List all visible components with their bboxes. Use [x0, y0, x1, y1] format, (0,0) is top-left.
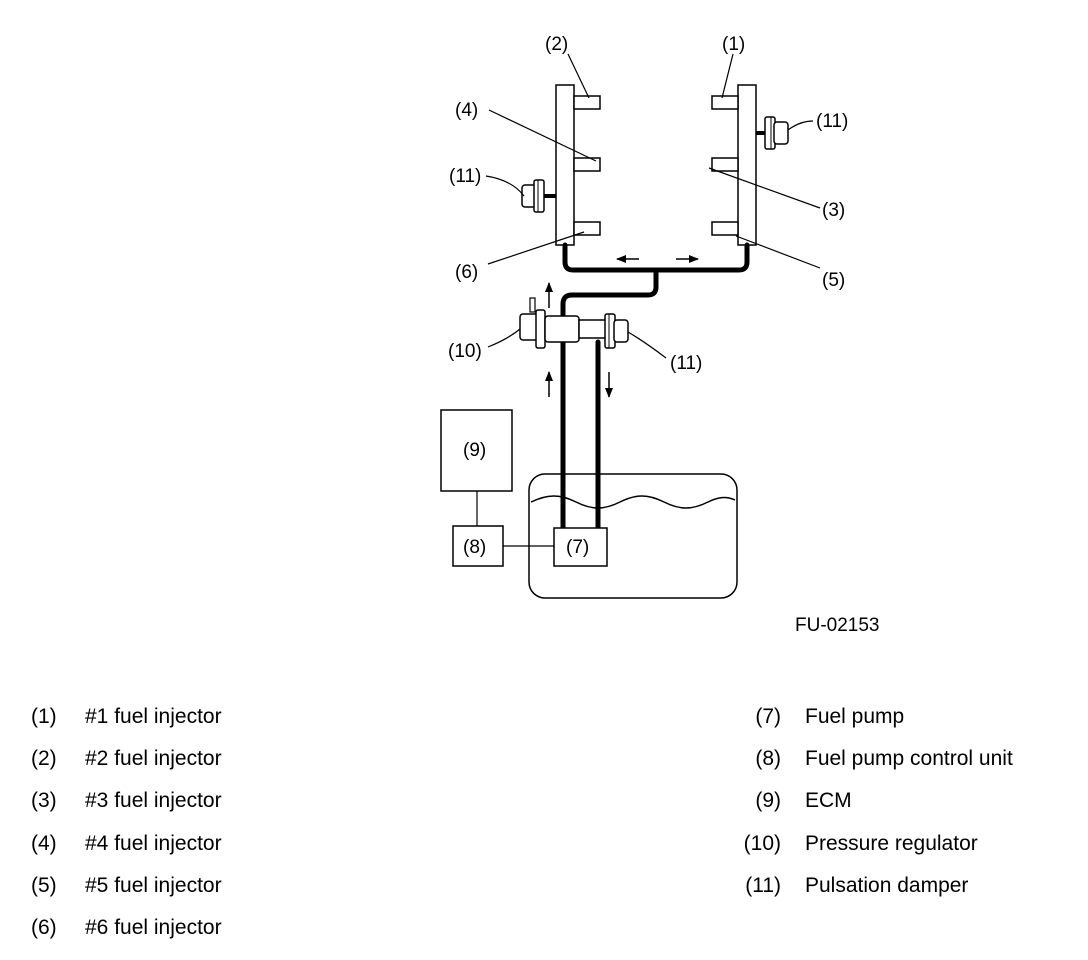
- legend-item-label: Pulsation damper: [805, 873, 969, 897]
- legend-item-label: #2 fuel injector: [85, 747, 222, 771]
- legend-item: (6) #6 fuel injector: [31, 916, 431, 940]
- legend-item: (1) #1 fuel injector: [31, 705, 431, 729]
- callout-2: (2): [545, 34, 568, 55]
- legend-item-number: (10): [743, 831, 781, 855]
- legend-item-label: #6 fuel injector: [85, 916, 222, 939]
- pulsation-damper-right: [756, 116, 789, 150]
- callout-1: (1): [722, 34, 745, 55]
- fuel-system-diagram: (2) (1) (4) (11) (11) (3) (6) (5) (10) (…: [440, 34, 880, 636]
- callout-7: (7): [566, 537, 589, 558]
- flow-arrows: [545, 255, 699, 398]
- injector-2: [573, 95, 601, 110]
- fuel-pump: [553, 527, 608, 567]
- callout-3: (3): [822, 200, 845, 221]
- legend-item-number: (7): [755, 705, 781, 728]
- injector-1: [711, 95, 739, 110]
- right-fuel-rail: [711, 84, 789, 246]
- callout-8: (8): [463, 537, 486, 558]
- callout-11-left-rail: (11): [449, 166, 481, 187]
- injector-4: [573, 157, 601, 172]
- legend-item-number: (2): [31, 747, 57, 771]
- callout-6: (6): [455, 262, 478, 283]
- legend-item: (3) #3 fuel injector: [31, 789, 431, 813]
- ecm-box: [440, 409, 513, 492]
- figure-code: FU-02153: [795, 615, 880, 636]
- injector-6: [573, 221, 601, 236]
- legend-item: (5) #5 fuel injector: [31, 874, 431, 898]
- legend-item-label: Fuel pump control unit: [805, 747, 1013, 771]
- callout-9: (9): [463, 440, 486, 461]
- callout-5: (5): [822, 270, 845, 291]
- legend-item-label: #1 fuel injector: [85, 705, 222, 728]
- legend-item-label: #5 fuel injector: [85, 873, 222, 897]
- pulsation-damper-return: [604, 313, 629, 349]
- legend-item: (2) #2 fuel injector: [31, 747, 431, 771]
- legend-item-label: Pressure regulator: [805, 831, 978, 855]
- callout-11-right-rail: (11): [816, 111, 848, 132]
- legend-item: (4) #4 fuel injector: [31, 832, 431, 856]
- legend-item-label: Fuel pump: [805, 705, 905, 728]
- legend-item: (11) Pulsation damper: [735, 874, 1075, 898]
- legend-item-number: (3): [31, 789, 57, 813]
- pressure-regulator: [519, 297, 608, 349]
- wiring: [476, 491, 554, 547]
- fuel-level-line: [530, 495, 736, 509]
- legend-item: (8) Fuel pump control unit: [735, 747, 1075, 771]
- legend-item: (7) Fuel pump: [735, 705, 1075, 729]
- legend-item-number: (9): [755, 789, 781, 813]
- legend-item: (9) ECM: [735, 789, 1075, 813]
- callout-11-return: (11): [670, 353, 702, 374]
- callout-4: (4): [455, 100, 478, 121]
- fuel-lines: [560, 242, 750, 531]
- legend-item-label: #4 fuel injector: [85, 831, 222, 855]
- legend-item-number: (1): [31, 705, 57, 728]
- legend-item-number: (5): [31, 873, 57, 897]
- callout-10: (10): [448, 341, 482, 362]
- legend-item-label: ECM: [805, 789, 852, 813]
- legend-item-number: (11): [745, 873, 781, 897]
- injector-5: [711, 221, 739, 236]
- legend-item-number: (4): [31, 831, 57, 855]
- leader-lines: [485, 53, 821, 359]
- pulsation-damper-left: [521, 179, 556, 213]
- injector-3: [711, 157, 739, 172]
- legend-item-number: (6): [31, 916, 57, 939]
- callout-labels: (2) (1) (4) (11) (11) (3) (6) (5) (10) (…: [448, 34, 848, 558]
- legend-item: (10) Pressure regulator: [735, 832, 1075, 856]
- fuel-tank: [528, 473, 738, 599]
- left-fuel-rail: [521, 84, 601, 246]
- legend-item-number: (8): [755, 747, 781, 771]
- legend-item-label: #3 fuel injector: [85, 789, 222, 813]
